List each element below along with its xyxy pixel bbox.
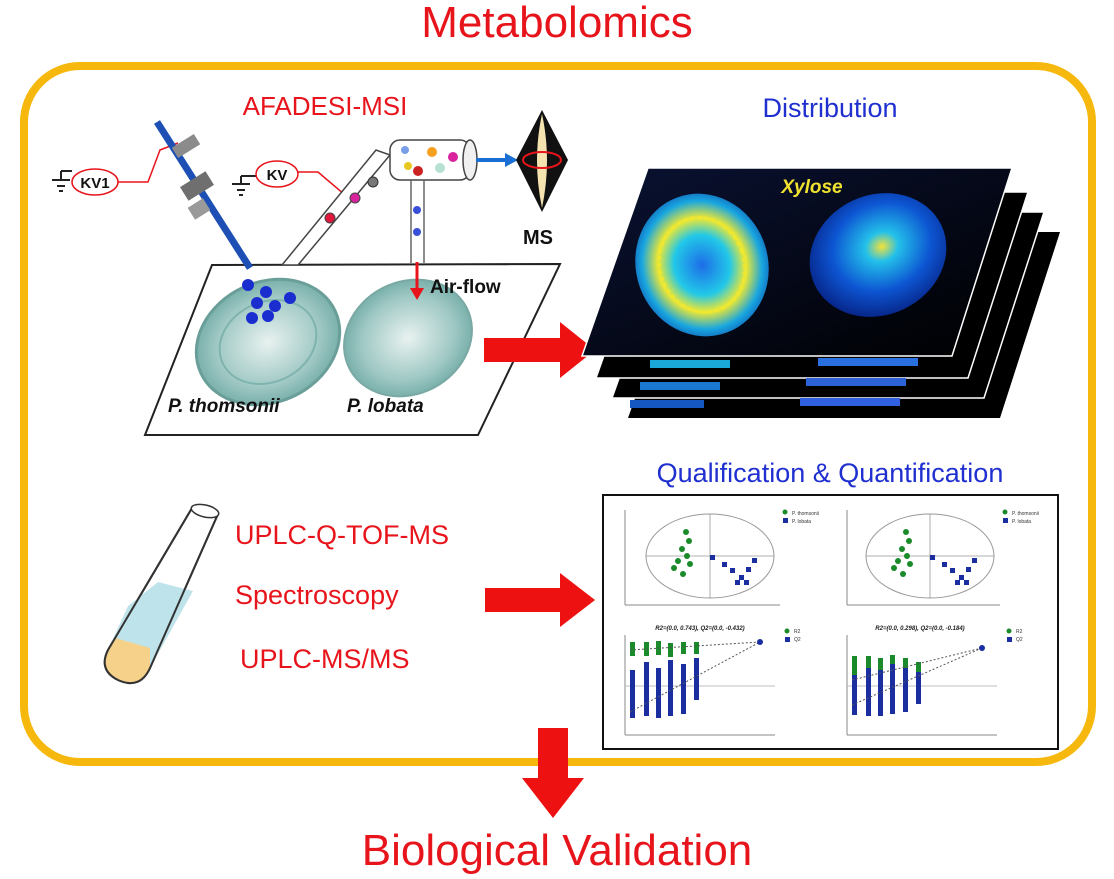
ground-icon <box>232 175 256 196</box>
afadesi-label: AFADESI-MSI <box>243 91 408 121</box>
svg-text:Q2: Q2 <box>794 637 801 643</box>
svg-text:P. lobata: P. lobata <box>792 519 811 525</box>
sprayer-needle <box>154 120 253 270</box>
validation-title: Biological Validation <box>361 826 753 875</box>
svg-text:R2=(0.0, 0.743), Q2=(0.0, -0.4: R2=(0.0, 0.743), Q2=(0.0, -0.432) <box>655 626 744 632</box>
imaging-arrow-icon <box>484 322 595 378</box>
tissue-sample-right <box>343 278 473 398</box>
ms-image-stack <box>580 167 1060 418</box>
ms-arrow-icon <box>505 153 518 167</box>
ion-dot <box>324 212 336 224</box>
pca-plot-left: P. thomsonii P. lobata <box>624 509 819 606</box>
sample-label-left: P. thomsonii <box>168 396 280 417</box>
svg-text:Q2: Q2 <box>1016 637 1023 643</box>
compound-label: Xylose <box>780 177 843 198</box>
svg-text:R2=(0.0, 0.298), Q2=(0.0, -0.1: R2=(0.0, 0.298), Q2=(0.0, -0.184) <box>875 626 964 632</box>
svg-text:P. thomsonii: P. thomsonii <box>792 511 819 517</box>
svg-text:P. lobata: P. lobata <box>1012 519 1031 525</box>
transfer-tube <box>280 149 392 266</box>
permutation-plot-left: R2=(0.0, 0.743), Q2=(0.0, -0.432) R2 Q2 <box>624 626 801 736</box>
test-tube-icon <box>103 503 220 684</box>
quant-label: Qualification & Quantification <box>657 458 1004 488</box>
sprayer-fitting <box>187 198 211 220</box>
validation-arrow-icon <box>522 728 584 818</box>
analysis-arrow-icon <box>485 573 595 627</box>
permutation-plot-right: R2=(0.0, 0.298), Q2=(0.0, -0.184) R2 Q2 <box>846 626 1023 736</box>
ground-icon <box>52 170 72 192</box>
method-spectroscopy: Spectroscopy <box>235 580 399 610</box>
stats-panel <box>602 494 1059 750</box>
pca-plot-right: P. thomsonii P. lobata <box>846 509 1039 606</box>
kv1-label: KV1 <box>80 175 109 192</box>
method-uplc-msms: UPLC-MS/MS <box>240 644 410 674</box>
xylose-image-left <box>635 193 769 337</box>
xylose-image-right <box>809 193 947 317</box>
sprayer-fitting <box>171 134 201 158</box>
spray-droplets <box>242 279 296 324</box>
distribution-label: Distribution <box>762 93 897 123</box>
ion-transfer-chamber <box>389 139 471 181</box>
sprayer-fitting <box>180 171 214 201</box>
ion-dot <box>349 192 361 204</box>
main-title: Metabolomics <box>421 0 693 47</box>
tissue-ring-left <box>218 299 318 385</box>
kv1-wire <box>118 142 179 183</box>
ms-label: MS <box>523 227 553 249</box>
kv-label: KV <box>267 167 288 184</box>
method-uplc-qtof: UPLC-Q-TOF-MS <box>235 520 449 550</box>
kv-supply <box>255 160 299 188</box>
sample-label-right: P. lobata <box>347 396 424 417</box>
svg-text:R2: R2 <box>1016 629 1023 635</box>
svg-text:R2: R2 <box>794 629 801 635</box>
ion-dot <box>367 176 379 188</box>
airflow-arrow-icon <box>410 288 424 300</box>
airflow-label: Air-flow <box>430 277 501 298</box>
svg-text:P. thomsonii: P. thomsonii <box>1012 511 1039 517</box>
